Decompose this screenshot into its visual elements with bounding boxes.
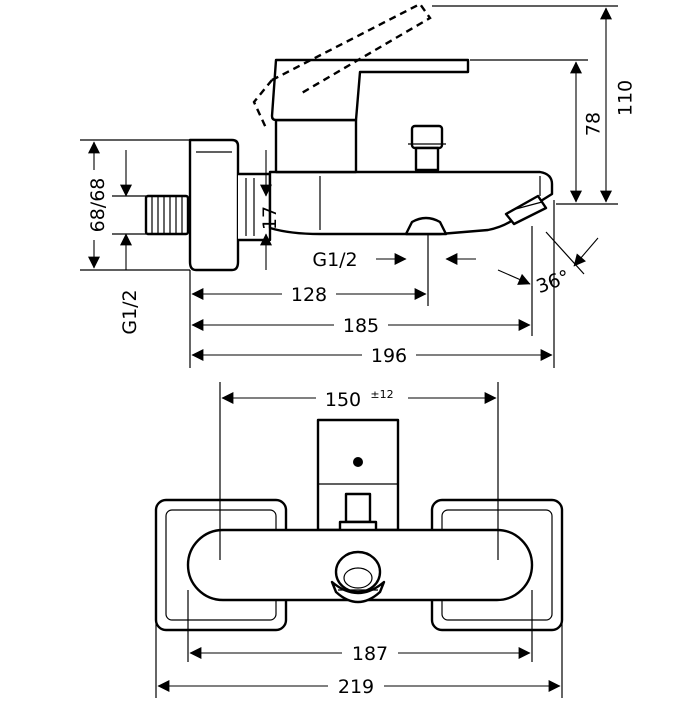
front-view: 150 ±12 187 219	[154, 382, 564, 698]
outlet-nozzle	[404, 216, 448, 236]
dim-128-label: 128	[291, 284, 327, 306]
lever-housing	[274, 118, 358, 174]
dim-g12-outlet-label: G1/2	[312, 249, 357, 271]
diverter-front	[330, 550, 386, 604]
dim-17-label: 17	[259, 206, 281, 230]
dim-150-tolerance: ±12	[370, 388, 393, 401]
side-view: 110 78 68/68 G1/2 17 G1/2 36° 128 185	[80, 2, 637, 368]
dim-150-label: 150	[325, 389, 361, 411]
dim-36deg-label: 36°	[533, 266, 572, 298]
dim-110-label: 110	[615, 80, 637, 116]
dim-187-label: 187	[352, 643, 388, 665]
lever-handle	[270, 58, 470, 122]
valve-stem	[344, 492, 372, 524]
dim-78-label: 78	[583, 112, 605, 136]
thread-connector	[144, 194, 190, 236]
lever-open-position	[271, 2, 432, 96]
dim-219-label: 219	[338, 676, 374, 698]
wall-flange	[188, 138, 240, 272]
dim-196-label: 196	[371, 345, 407, 367]
dim-g12-inlet-label: G1/2	[119, 289, 141, 334]
dim-68-68-label: 68/68	[87, 178, 109, 233]
diverter-knob	[408, 124, 446, 172]
mixer-body	[268, 170, 554, 236]
dim-185-label: 185	[343, 315, 379, 337]
